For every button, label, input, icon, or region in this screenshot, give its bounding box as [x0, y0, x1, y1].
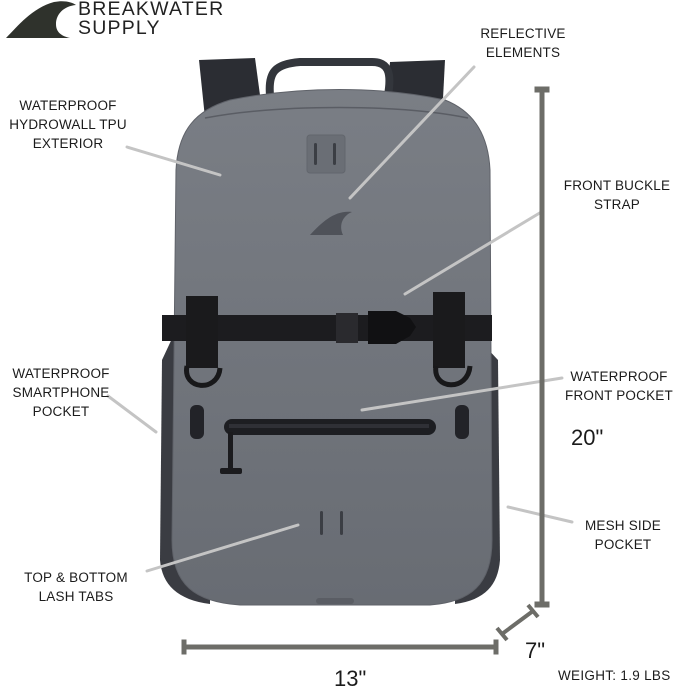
reflective-wave-icon: [310, 211, 352, 235]
weight-label: WEIGHT: 1.9 LBS: [558, 668, 671, 683]
callout-line: HYDROWALL TPU: [9, 117, 127, 132]
callout-line: EXTERIOR: [32, 136, 104, 151]
callout-line: FRONT BUCKLE: [563, 178, 671, 193]
callout-reflective: REFLECTIVE ELEMENTS: [468, 24, 578, 62]
callout-front-pocket: WATERPROOF FRONT POCKET: [558, 367, 679, 405]
callout-line: TOP & BOTTOM: [24, 570, 128, 585]
width-dimension: 13": [334, 666, 367, 691]
buckle-icon: [368, 311, 416, 344]
d-ring-left: [184, 365, 223, 388]
depth-dimension: 7": [525, 638, 546, 663]
callout-line: WATERPROOF: [570, 369, 668, 384]
dimension-lines: [181, 86, 550, 655]
brand-logo: [6, 0, 78, 40]
callout-line: LASH TABS: [38, 589, 114, 604]
callout-mesh-side-pocket: MESH SIDE POCKET: [578, 516, 668, 554]
callout-line: WATERPROOF: [12, 366, 110, 381]
callout-line: POCKET: [32, 404, 90, 419]
bag-body: [171, 89, 493, 606]
top-lash-tab: [306, 134, 346, 174]
d-ring-right: [433, 365, 473, 388]
callout-line: FRONT POCKET: [565, 388, 673, 403]
brand-line-1: BREAKWATER: [78, 0, 225, 20]
leader-lines: [106, 65, 574, 573]
callout-line: MESH SIDE: [584, 518, 662, 533]
callout-line: SMARTPHONE: [12, 385, 110, 400]
height-dimension: 20": [571, 425, 604, 450]
callout-line: STRAP: [593, 197, 640, 212]
callout-smartphone-pocket: WATERPROOF SMARTPHONE POCKET: [0, 364, 122, 421]
brand-name: BREAKWATER SUPPLY: [78, 0, 224, 38]
callout-line: WATERPROOF: [19, 98, 117, 113]
callout-line: REFLECTIVE: [480, 26, 566, 41]
callout-lash-tabs: TOP & BOTTOM LASH TABS: [14, 568, 138, 606]
callout-line: POCKET: [594, 537, 652, 552]
callout-exterior: WATERPROOF HYDROWALL TPU EXTERIOR: [0, 96, 136, 153]
zipper-pull: [228, 432, 233, 468]
carry-handle: [265, 58, 394, 96]
wave-icon: [6, 1, 76, 38]
brand-line-2: SUPPLY: [78, 17, 161, 39]
callout-line: ELEMENTS: [485, 45, 561, 60]
callout-buckle-strap: FRONT BUCKLE STRAP: [555, 176, 679, 214]
